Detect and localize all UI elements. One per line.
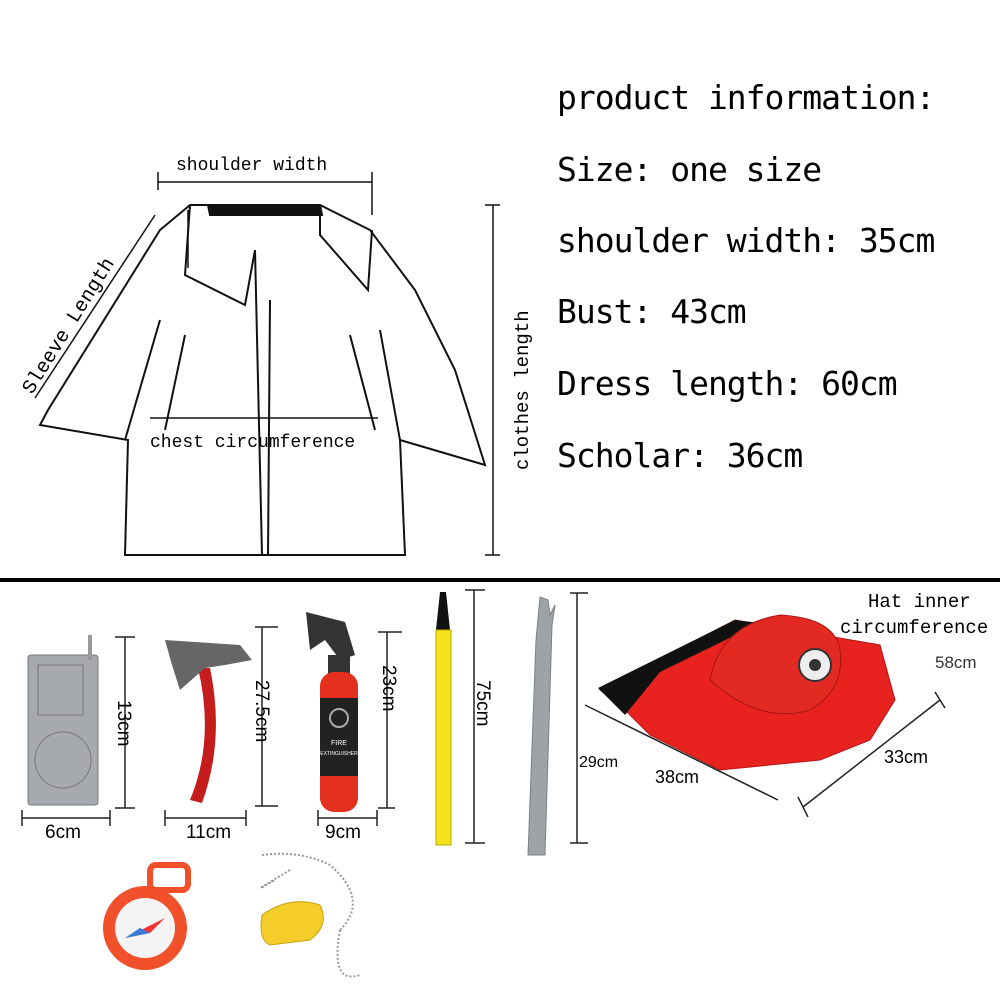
extinguisher-height: 23cm xyxy=(378,665,399,711)
coat-dimension-lines xyxy=(34,172,500,556)
radio-height: 13cm xyxy=(113,700,134,746)
info-size: Size: one size xyxy=(557,150,822,189)
fire-hat-image xyxy=(598,614,896,771)
info-scholar: Scholar: 36cm xyxy=(557,436,803,475)
fire-extinguisher-image: FIRE EXTINGUISHER xyxy=(306,612,358,812)
fire-hose-image xyxy=(435,592,452,846)
product-info-title: product information: xyxy=(557,78,935,117)
crowbar-image xyxy=(527,596,556,856)
coat-diagram xyxy=(38,204,487,556)
extinguisher-width: 9cm xyxy=(325,822,361,843)
info-bust: Bust: 43cm xyxy=(557,292,747,331)
extinguisher-label-2: EXTINGUISHER xyxy=(320,751,358,757)
compass-image xyxy=(103,862,191,970)
axe-image xyxy=(165,640,252,803)
hat-title-2: circumference xyxy=(840,617,988,639)
hat-title-1: Hat inner xyxy=(868,591,971,613)
hat-circumference: 58cm xyxy=(935,653,977,672)
info-dress-length: Dress length: 60cm xyxy=(557,364,898,403)
hat-length: 38cm xyxy=(655,767,699,787)
shoulder-width-label: shoulder width xyxy=(176,156,327,176)
hat-width: 33cm xyxy=(884,747,928,767)
chest-label: chest circumference xyxy=(150,433,355,453)
walkie-talkie-image xyxy=(27,635,99,806)
radio-width: 6cm xyxy=(45,822,81,843)
axe-width: 11cm xyxy=(186,822,231,843)
hose-height: 75cm xyxy=(472,680,493,726)
extinguisher-label-1: FIRE xyxy=(331,740,347,747)
divider xyxy=(0,578,1000,582)
crowbar-height: 29cm xyxy=(579,754,618,771)
info-shoulder-width: shoulder width: 35cm xyxy=(557,221,935,260)
axe-height: 27.5cm xyxy=(251,680,272,742)
whistle-image xyxy=(259,852,361,978)
clothes-length-label: clothes length xyxy=(512,310,534,470)
